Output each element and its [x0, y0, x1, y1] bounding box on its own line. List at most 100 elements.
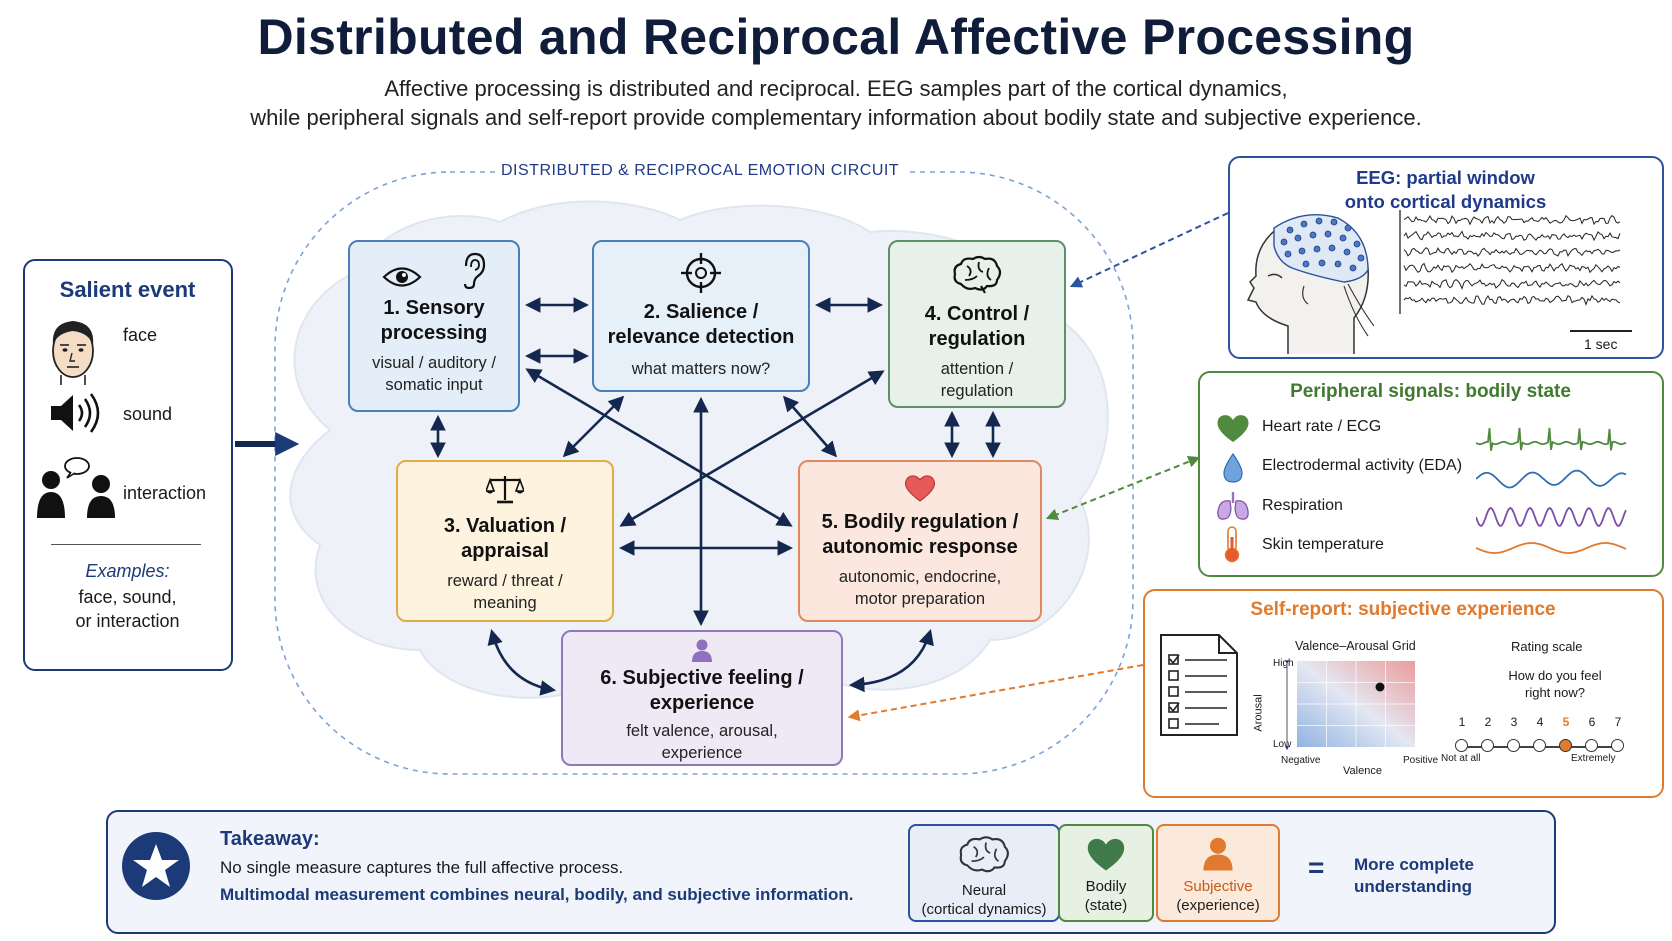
eeg-trace: [1403, 247, 1621, 257]
valence-axis-label: Valence: [1343, 765, 1382, 777]
takeaway-title: Takeaway:: [220, 828, 320, 850]
neural-label: Neural: [961, 882, 1007, 899]
signal-label-heart-rate: Heart rate / ECG: [1262, 418, 1382, 435]
eeg-title: EEG: partial window onto cortical dynami…: [1230, 166, 1661, 214]
node-subjective-feeling[interactable]: 6. Subjective feeling / experience felt v…: [561, 630, 843, 766]
eeg-traces: [1399, 210, 1621, 314]
arrow-5-6: [848, 629, 934, 693]
eeg-scale-label: 1 sec: [1584, 336, 1618, 352]
rating-value-label: 3: [1510, 715, 1518, 729]
node-control-regulation[interactable]: 4. Control / regulation attention / regula…: [888, 240, 1066, 408]
node-6-desc-line-1: felt valence, arousal,: [626, 722, 778, 740]
node-bodily-regulation[interactable]: 5. Bodily regulation / autonomic response…: [798, 460, 1042, 622]
heart-icon: [904, 475, 936, 502]
brain-icon: [953, 255, 1002, 294]
eeg-trace: [1403, 294, 1621, 306]
node-1-title-line-1: 1. Sensory: [383, 297, 485, 319]
node-3-desc-line-2: meaning: [473, 594, 537, 612]
thermometer-icon: [1224, 526, 1240, 563]
rating-value-label: 1: [1458, 715, 1466, 729]
salient-item-face: face: [123, 325, 158, 345]
eeg-trace: [1403, 278, 1621, 290]
eeg-trace: [1403, 214, 1621, 226]
salient-event-panel: Salient event face sound interaction Exa…: [23, 259, 233, 671]
rating-value-label: 5: [1562, 715, 1570, 729]
rating-option-selected[interactable]: [1559, 739, 1572, 752]
node-5-desc-line-2: motor preparation: [854, 590, 986, 608]
rating-value-label: 2: [1484, 715, 1492, 729]
subtitle-line-1: Affective processing is distributed and …: [384, 76, 1288, 101]
valence-arousal-grid: [1285, 660, 1415, 751]
node-5-title-line-1: 5. Bodily regulation /: [821, 511, 1019, 533]
page-title: Distributed and Reciprocal Affective Pro…: [257, 9, 1415, 65]
page-subtitle: Affective processing is distributed and …: [0, 74, 1672, 132]
node-6-title-line-1: 6. Subjective feeling /: [600, 667, 804, 689]
circuit-label: DISTRIBUTED & RECIPROCAL EMOTION CIRCUIT: [495, 162, 906, 180]
node-2-desc-line-1: what matters now?: [631, 360, 771, 378]
grid-title: Valence–Arousal Grid: [1295, 639, 1416, 653]
equals-sign: =: [1308, 852, 1325, 883]
node-5-title-line-2: autonomic response: [822, 536, 1018, 558]
node-6-title-line-2: experience: [649, 692, 755, 714]
node-sensory-processing[interactable]: 1. Sensory processing visual / auditory /…: [348, 240, 520, 412]
examples-line-1: face, sound,: [78, 587, 177, 607]
heart-icon: [1217, 415, 1249, 442]
salient-divider: [51, 544, 201, 545]
node-salience-detection[interactable]: 2. Salience /relevance detection what ma…: [592, 240, 810, 392]
rating-option[interactable]: [1585, 739, 1598, 752]
eeg-title-line-2: onto cortical dynamics: [1344, 191, 1547, 212]
scale-icon: [486, 476, 524, 504]
rating-question-line-1: How do you feel: [1508, 668, 1602, 683]
eeg-scale-bar: [1570, 330, 1632, 332]
arrow-3-6: [487, 628, 557, 696]
node-1-desc-line-2: somatic input: [385, 376, 483, 394]
waveform-heart-rate: [1476, 427, 1627, 451]
rating-option[interactable]: [1455, 739, 1468, 752]
node-4-desc-line-2: regulation: [940, 382, 1014, 400]
face-icon: [52, 321, 94, 385]
examples-line-2: or interaction: [75, 611, 180, 631]
salient-event-title: Salient event: [59, 277, 196, 302]
crosshair-icon: [681, 253, 721, 293]
node-1-title-line-2: processing: [380, 322, 488, 344]
puzzle-piece-subjective: Subjective (experience): [1156, 824, 1280, 922]
droplet-icon: [1223, 453, 1243, 483]
peripheral-title: Peripheral signals: bodily state: [1290, 381, 1571, 402]
takeaway-panel: Takeaway: No single measure captures the…: [106, 810, 1556, 934]
signal-label-eda: Electrodermal activity (EDA): [1262, 457, 1463, 474]
takeaway-line-2: Multimodal measurement combines neural, …: [220, 885, 854, 904]
examples-text: face, sound, or interaction: [25, 585, 230, 633]
lungs-icon: [1217, 492, 1249, 520]
rating-option[interactable]: [1481, 739, 1494, 752]
rating-option[interactable]: [1507, 739, 1520, 752]
person-icon: [1203, 837, 1233, 871]
brain-icon: [959, 836, 1009, 873]
rating-option[interactable]: [1533, 739, 1546, 752]
arrow-4-3: [619, 370, 885, 527]
self-report-panel: Self-report: subjective experience Valen…: [1143, 589, 1664, 798]
eeg-connector: [1069, 212, 1229, 288]
rating-option[interactable]: [1611, 739, 1624, 752]
node-4-title-line-1: 4. Control /: [924, 303, 1030, 325]
eeg-head-icon: [1246, 213, 1374, 354]
takeaway-line-1: No single measure captures the full affe…: [220, 858, 624, 877]
valence-negative-label: Negative: [1281, 755, 1321, 766]
examples-label: Examples:: [85, 561, 170, 581]
node-valuation-appraisal[interactable]: 3. Valuation /appraisal reward / threat …: [396, 460, 614, 622]
rating-not-at-all-label: Not at all: [1441, 753, 1481, 764]
subjective-label: Subjective: [1183, 878, 1253, 895]
result-line-1: More complete: [1354, 855, 1474, 874]
node-4-title-line-2: regulation: [928, 328, 1026, 350]
rating-value-label: 7: [1614, 715, 1622, 729]
eeg-panel: EEG: partial window onto cortical dynami…: [1228, 156, 1664, 359]
rating-question-line-2: right now?: [1525, 685, 1585, 700]
node-3-title-line-1: 3. Valuation /: [443, 515, 567, 537]
node-3-desc-line-1: reward / threat /: [447, 572, 563, 590]
peripheral-connector: [1045, 455, 1201, 521]
node-1-desc-line-1: visual / auditory /: [372, 354, 496, 372]
node-4-desc-line-1: attention /: [940, 360, 1014, 378]
eye-icon: [382, 267, 422, 287]
waveform-skin-temperature: [1476, 542, 1627, 554]
arousal-axis-label: Arousal: [1252, 694, 1265, 732]
